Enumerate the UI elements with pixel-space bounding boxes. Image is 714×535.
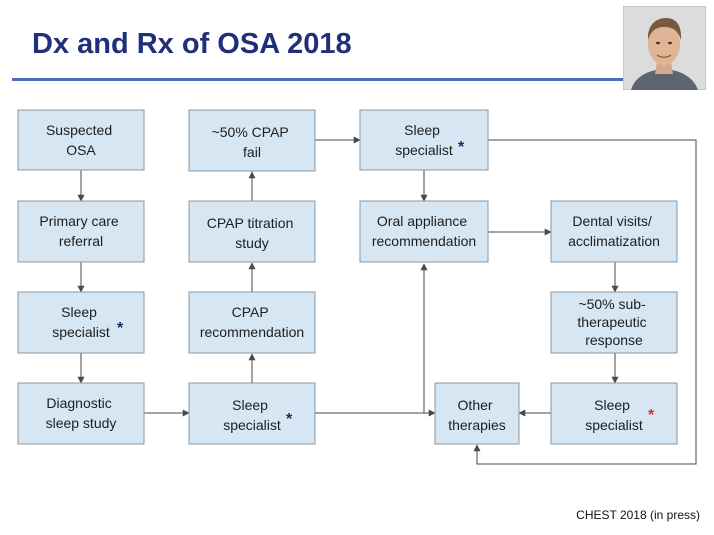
svg-text:Oral appliance recommend: Oral appliance recommendation <box>372 213 476 249</box>
node-label-line: therapeutic <box>577 314 646 330</box>
node-label-line: Primary care <box>39 213 119 229</box>
node-label-line: response <box>585 332 643 348</box>
svg-text:~50% CPAP fail: ~50% CPAP fail <box>212 124 293 160</box>
svg-text:~50% sub- therapeutic: ~50% sub- therapeutic response <box>577 296 650 348</box>
flow-node-subtherapeutic-response: ~50% sub- therapeutic response <box>550 291 678 354</box>
node-label-line: recommendation <box>200 324 304 340</box>
svg-text:Suspected OSA: Suspected OSA <box>46 122 116 158</box>
node-label-line: Sleep <box>232 397 268 413</box>
flow-node-suspected-osa: Suspected OSA <box>17 109 145 171</box>
node-label-line: fail <box>243 144 261 160</box>
flow-node-cpap-recommendation: CPAP recommendation <box>188 291 316 354</box>
svg-text:Sleep specialist: Sleep specialist <box>52 304 110 340</box>
node-label-line: Other <box>458 397 493 413</box>
svg-text:CPAP recommendation: CPAP recommendation <box>200 304 304 340</box>
node-label-line: specialist <box>223 417 281 433</box>
svg-text:Diagnostic sleep study: Diagnostic sleep study <box>46 395 117 431</box>
svg-text:Other therapies: Other therapies <box>448 397 506 433</box>
star-marker: * <box>458 139 465 156</box>
flow-node-sleep-specialist-4: Sleep specialist * <box>550 382 678 445</box>
node-label-line: Oral appliance <box>377 213 467 229</box>
node-label-line: Sleep <box>61 304 97 320</box>
node-label-line: Diagnostic <box>46 395 111 411</box>
svg-text:CPAP titration study: CPAP titration study <box>207 215 298 251</box>
flow-node-cpap-fail: ~50% CPAP fail <box>188 109 316 172</box>
node-label-line: Sleep <box>404 122 440 138</box>
svg-text:Dental visits/ acclimati: Dental visits/ acclimatization <box>568 213 660 249</box>
flow-node-sleep-specialist-1: Sleep specialist * <box>17 291 145 354</box>
node-label-line: OSA <box>66 142 96 158</box>
flow-node-primary-care-referral: Primary care referral <box>17 200 145 263</box>
node-label-line: Dental visits/ <box>572 213 651 229</box>
node-label-line: study <box>235 235 268 251</box>
node-label-line: sleep study <box>46 415 117 431</box>
node-label-line: Suspected <box>46 122 112 138</box>
star-marker: * <box>117 320 124 337</box>
flow-node-cpap-titration-study: CPAP titration study <box>188 200 316 263</box>
svg-text:Primary care referral: Primary care referral <box>39 213 122 249</box>
title-rule <box>12 78 624 81</box>
flow-node-other-therapies: Other therapies <box>434 382 520 445</box>
star-marker: * <box>286 411 293 428</box>
flow-node-sleep-specialist-3: Sleep specialist * <box>359 109 489 171</box>
slide-title: Dx and Rx of OSA 2018 <box>32 28 352 60</box>
flow-node-dental-visits: Dental visits/ acclimatization <box>550 200 678 263</box>
flow-connectors <box>77 136 697 465</box>
svg-text:Sleep specialist: Sleep specialist <box>585 397 643 433</box>
citation: CHEST 2018 (in press) <box>576 508 700 522</box>
flow-node-oral-appliance-recommendation: Oral appliance recommendation <box>359 200 489 263</box>
node-label-line: specialist <box>52 324 110 340</box>
node-label-line: therapies <box>448 417 506 433</box>
flow-node-diagnostic-sleep-study: Diagnostic sleep study <box>17 382 145 445</box>
node-label-line: recommendation <box>372 233 476 249</box>
node-label-line: ~50% CPAP <box>212 124 289 140</box>
star-marker-red: * <box>648 407 655 424</box>
svg-text:Sleep specialist: Sleep specialist <box>395 122 453 158</box>
node-label-line: CPAP <box>232 304 269 320</box>
svg-text:Sleep specialist: Sleep specialist <box>223 397 281 433</box>
node-label-line: Sleep <box>594 397 630 413</box>
speaker-photo <box>623 6 706 90</box>
node-label-line: acclimatization <box>568 233 660 249</box>
arrow-specialist3-loop-to-other <box>473 139 697 465</box>
flow-node-sleep-specialist-2: Sleep specialist * <box>188 382 316 445</box>
node-label-line: referral <box>59 233 103 249</box>
node-label-line: ~50% sub- <box>578 296 646 312</box>
node-label-line: specialist <box>395 142 453 158</box>
node-label-line: specialist <box>585 417 643 433</box>
node-label-line: CPAP titration <box>207 215 294 231</box>
